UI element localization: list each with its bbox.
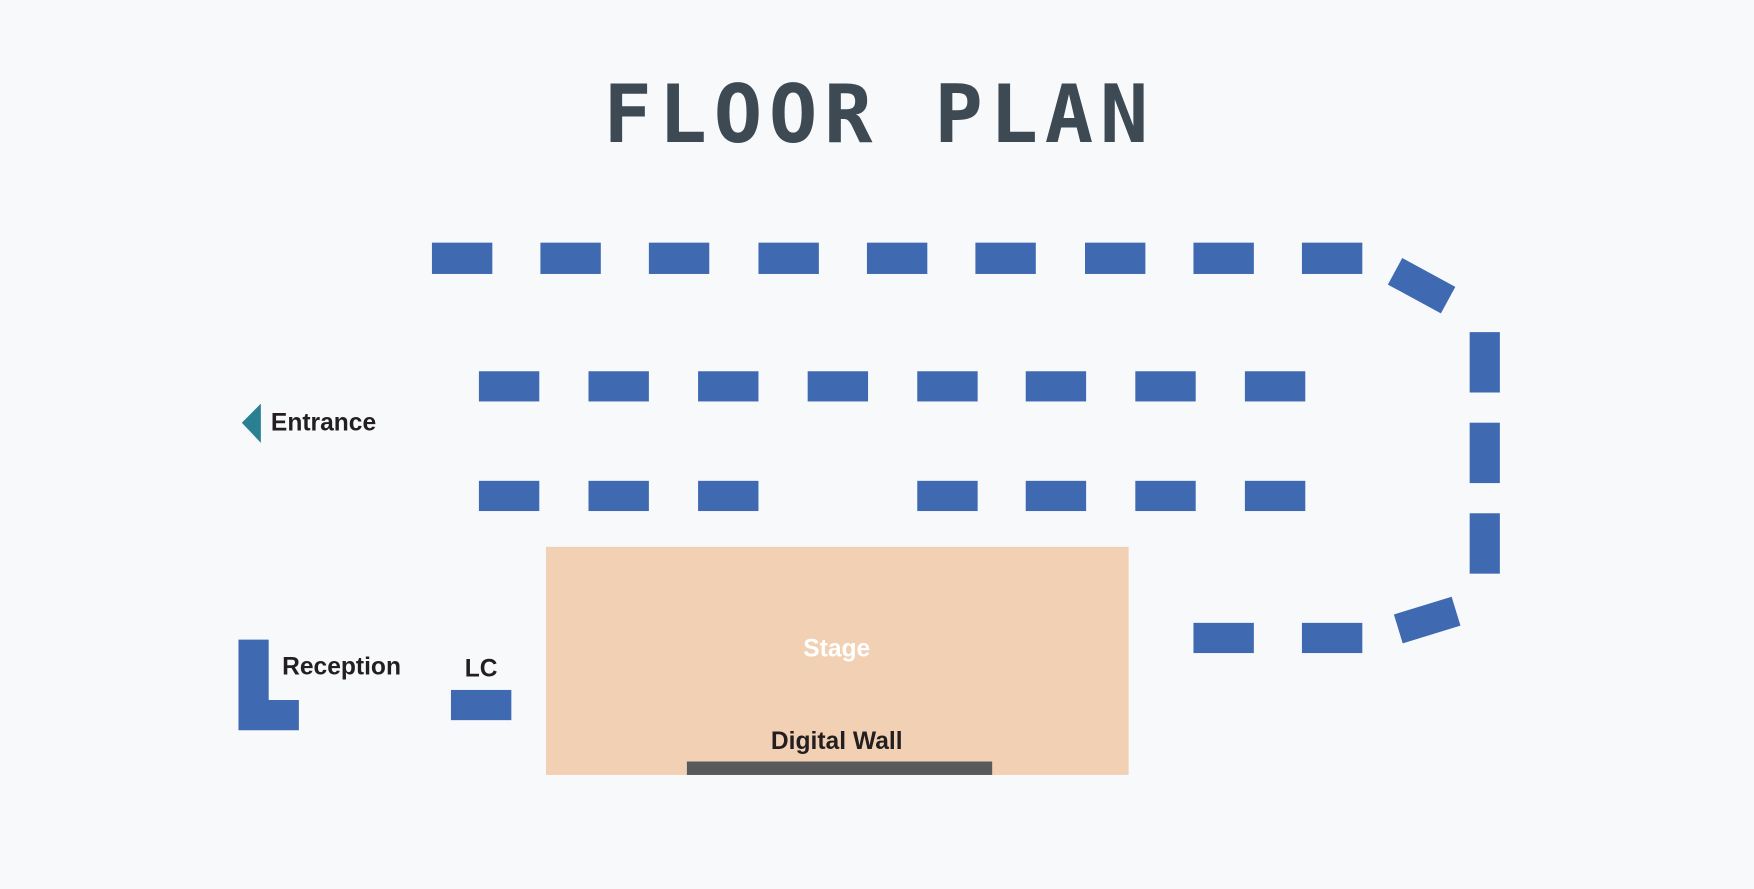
reception-desk <box>238 639 299 731</box>
seat-block <box>1301 622 1363 654</box>
page-title: FLOOR PLAN <box>603 67 1155 161</box>
lc-desk <box>450 689 512 721</box>
stage-area <box>546 546 1129 775</box>
seat-block <box>478 480 540 512</box>
seat-block <box>588 480 649 512</box>
seat-block <box>588 371 649 402</box>
seat-block <box>758 242 819 274</box>
seat-block <box>1469 422 1500 484</box>
seat-block <box>1244 371 1306 402</box>
seat-block <box>1244 480 1306 512</box>
seat-block <box>1025 480 1087 512</box>
seat-block <box>1193 622 1254 654</box>
digital-wall-label: Digital Wall <box>771 728 903 755</box>
seat-block <box>431 242 493 274</box>
seat-block <box>698 371 759 402</box>
seat-block <box>698 480 759 512</box>
entrance-label: Entrance <box>271 410 376 437</box>
seat-block <box>1084 242 1146 274</box>
lc-label: LC <box>465 656 498 683</box>
seat-block <box>1135 371 1196 402</box>
seat-block <box>1387 258 1456 314</box>
seat-block <box>1025 371 1087 402</box>
stage-label: Stage <box>803 635 870 662</box>
seat-block <box>1301 242 1363 274</box>
seat-block <box>478 371 540 402</box>
seat-block <box>866 242 928 274</box>
seat-block <box>917 480 978 512</box>
seat-block <box>1193 242 1254 274</box>
seat-block <box>1393 596 1461 644</box>
seating-layout <box>431 242 1500 654</box>
seat-block <box>1469 513 1500 574</box>
seat-block <box>975 242 1036 274</box>
entrance-arrow-icon <box>241 403 261 443</box>
seat-block <box>917 371 978 402</box>
seat-block <box>807 371 869 402</box>
seat-block <box>1135 480 1196 512</box>
digital-wall <box>686 761 993 775</box>
reception-label: Reception <box>282 653 401 680</box>
seat-block <box>540 242 601 274</box>
seat-block <box>648 242 710 274</box>
seat-block <box>1469 332 1500 393</box>
